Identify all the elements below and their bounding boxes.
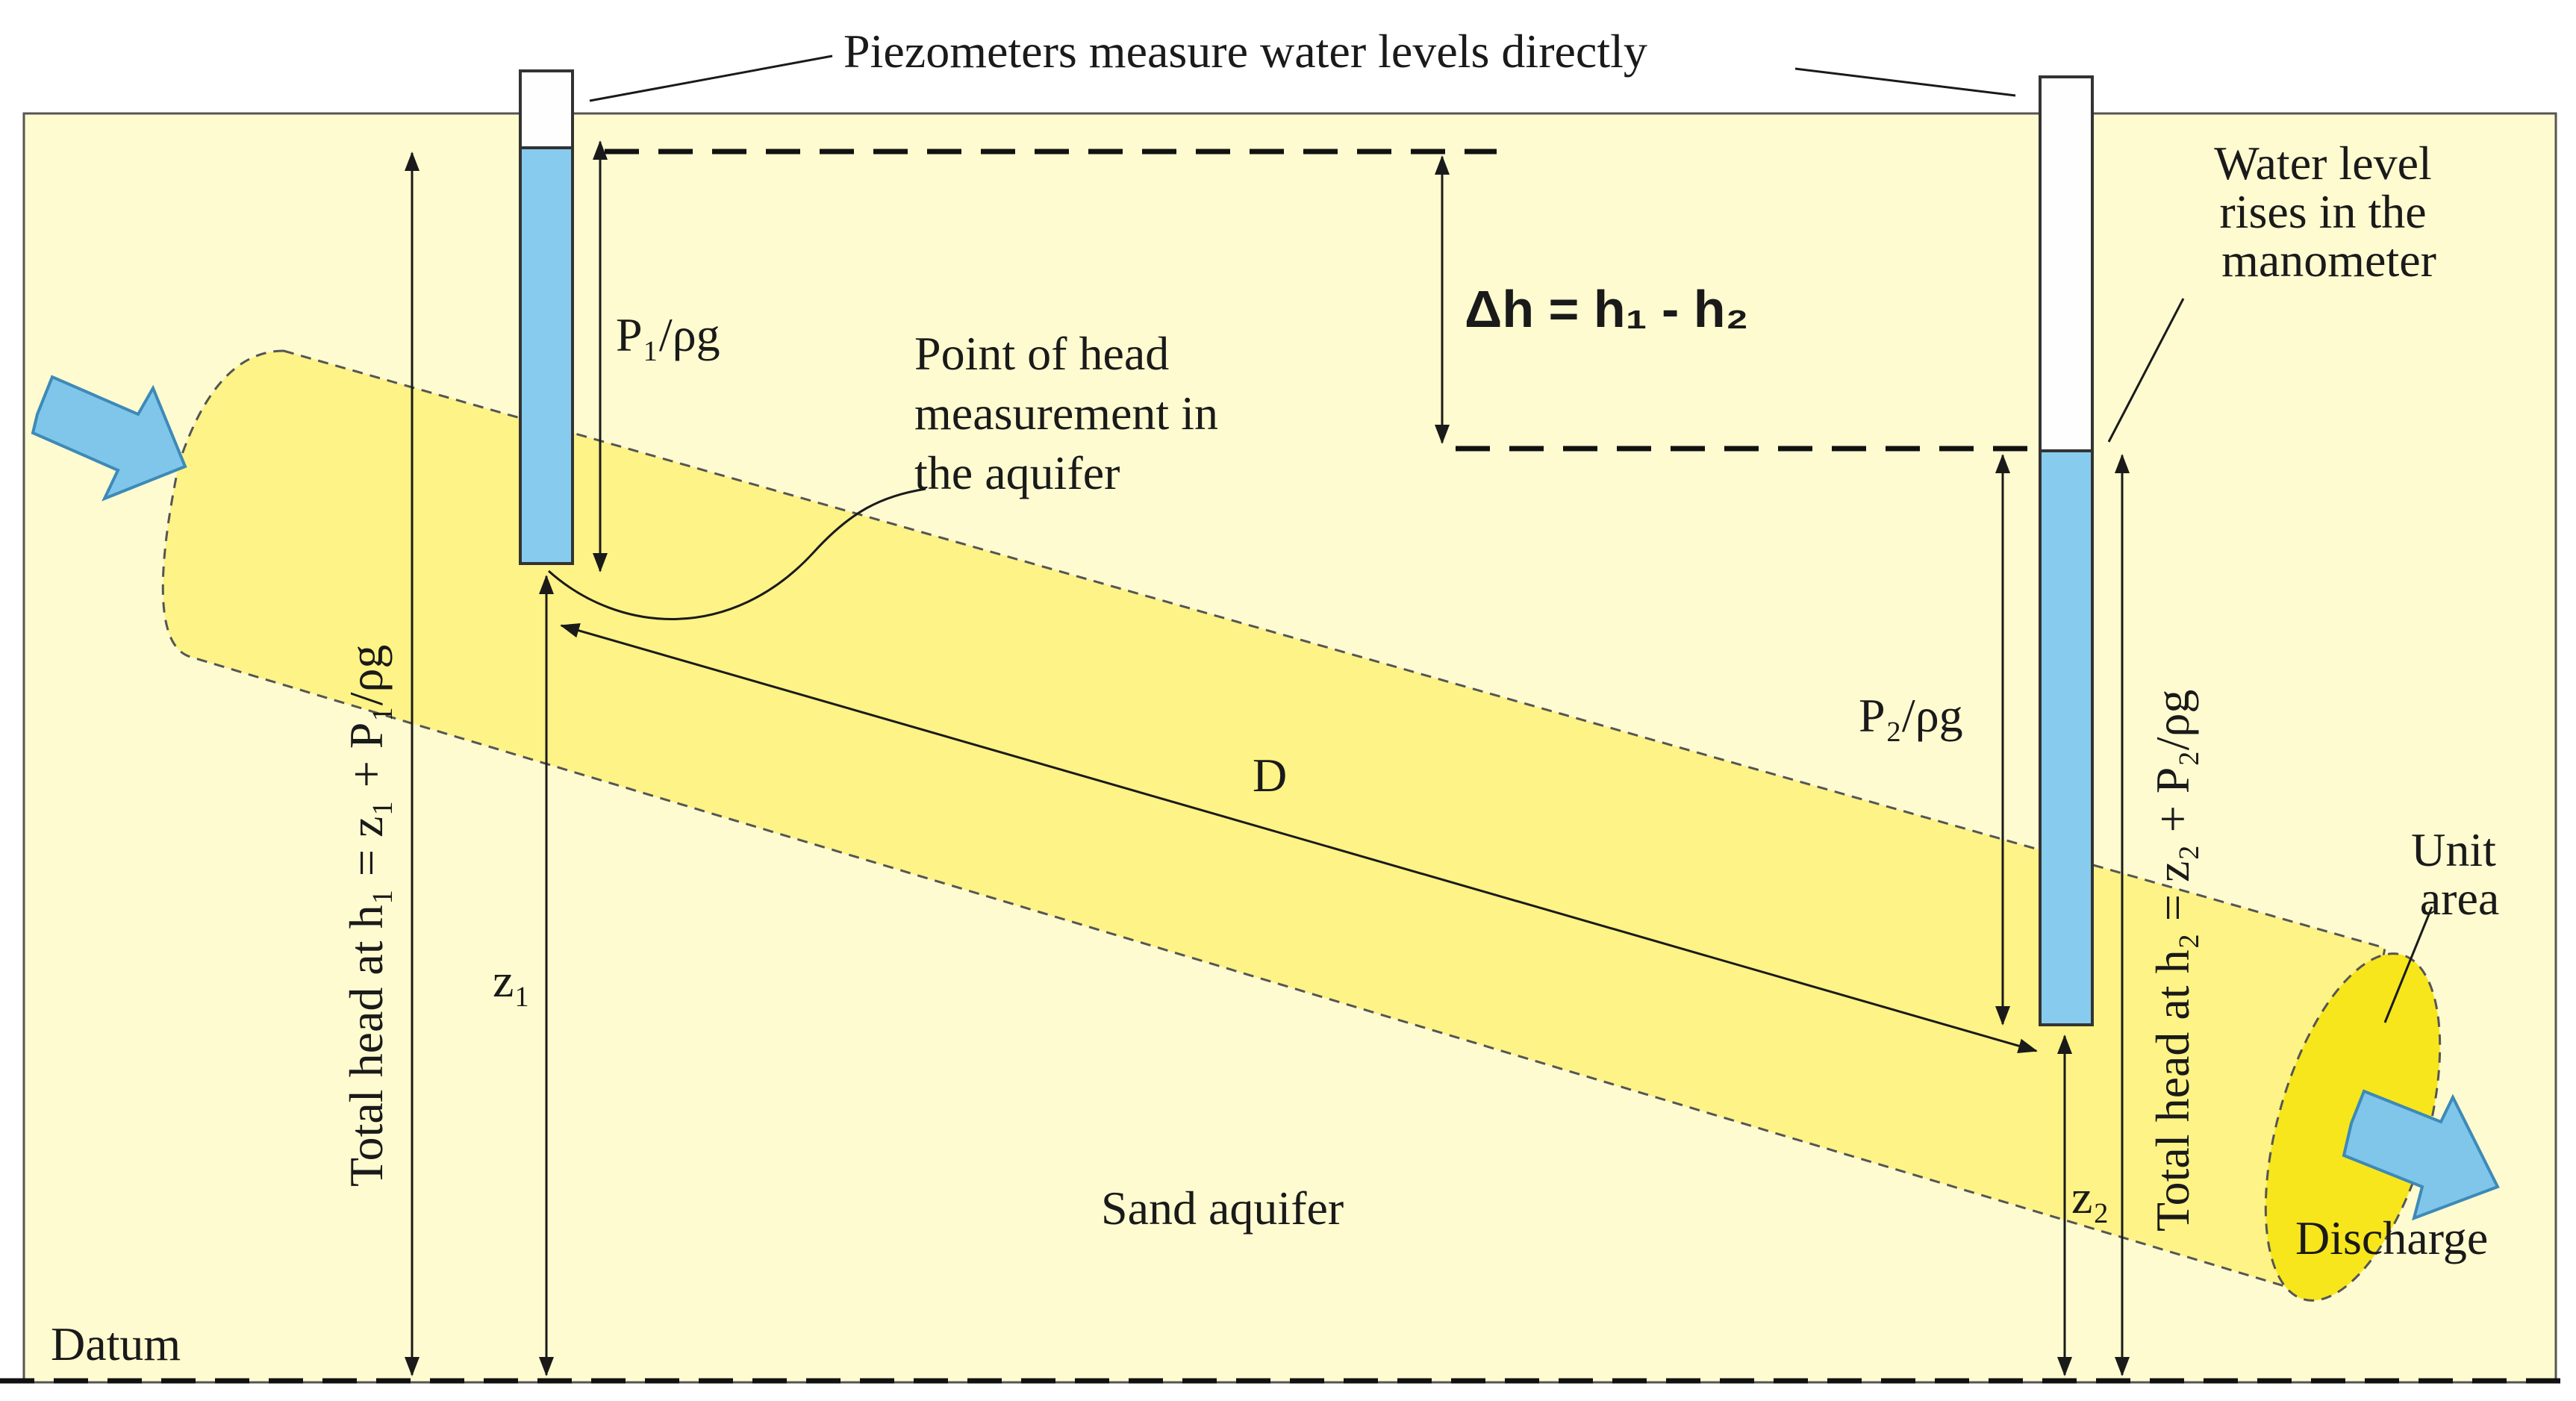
p1-label: P₁/ρg <box>616 308 720 361</box>
z1-label: z₁ <box>493 954 531 1007</box>
total-head-1-label: Total head at h₁ = z₁ + P₁/ρg <box>340 645 393 1187</box>
piezometers-label: Piezometers measure water levels directl… <box>843 25 1647 78</box>
discharge-label: Discharge <box>2295 1211 2488 1264</box>
unit-area-label: Unit area <box>2411 823 2508 925</box>
distance-d-label: D <box>1253 749 1287 802</box>
distance-d-arrow <box>560 623 2038 1053</box>
p2-label: P₂/ρg <box>1859 689 1963 742</box>
delta-h-label: Δh = h₁ - h₂ <box>1465 280 1749 338</box>
point-of-head-leader <box>548 487 926 620</box>
water-level-leader <box>2107 298 2185 443</box>
inflow-arrow <box>31 375 187 502</box>
total-head-2-label: Total head at h₂ = z₂ + P₂/ρg <box>2146 690 2199 1232</box>
piezometer-leader-left <box>589 54 833 102</box>
piezometer-leader-right <box>1794 67 2016 97</box>
piezometer-2 <box>2039 75 2094 1026</box>
unit-area-leader <box>2383 906 2433 1023</box>
water-level-label: Water level rises in the manometer <box>2214 137 2444 287</box>
point-of-head-label: Point of head measurement in the aquifer <box>914 327 1230 499</box>
discharge-arrow <box>2342 1089 2500 1221</box>
piezometer-1 <box>519 69 574 565</box>
z2-label: z₂ <box>2071 1170 2109 1223</box>
sand-aquifer-label: Sand aquifer <box>1101 1182 1344 1235</box>
datum-label: Datum <box>51 1317 181 1370</box>
